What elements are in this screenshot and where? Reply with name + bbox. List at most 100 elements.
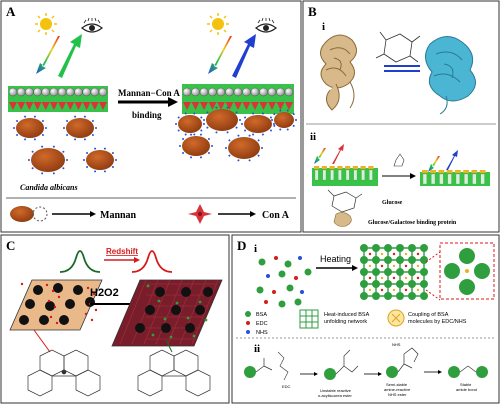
edc-structure	[277, 351, 289, 381]
network-crosslink	[392, 276, 396, 280]
legend-cell-icon	[10, 206, 34, 222]
bsa-network-grid	[360, 244, 428, 300]
mannan-dot	[62, 150, 65, 153]
reaction-step-3	[448, 365, 488, 378]
film-recognition-site	[234, 102, 242, 110]
plate-particle	[53, 283, 63, 293]
b-incident-arrow	[314, 148, 326, 164]
mannan-dot	[271, 119, 273, 121]
mannan-dot	[269, 116, 272, 119]
bsa-dispersion-particle	[304, 268, 312, 276]
reaction-arrowhead-2	[378, 372, 382, 376]
film-recognition-site	[217, 102, 225, 110]
mannan-dot	[257, 139, 260, 142]
mannan-dot	[200, 129, 203, 132]
panel-c: C Redshift H2O2	[0, 234, 230, 404]
film-recognition-site	[99, 102, 107, 110]
mannan-cona-label: Mannan−Con A	[118, 88, 180, 98]
plate-marker	[92, 292, 96, 296]
zoom-inset	[439, 242, 495, 300]
film-recognition-site	[49, 102, 58, 110]
film-pore	[455, 173, 460, 185]
film-pore	[422, 173, 427, 185]
network-node	[372, 256, 380, 264]
film-sphere	[225, 87, 234, 97]
plate-marker	[204, 318, 208, 322]
network-label-2: unfolding network	[324, 319, 367, 325]
mannan-dot	[286, 109, 289, 112]
film-sphere	[8, 87, 18, 97]
mannan-dot	[244, 129, 247, 132]
network-crosslink	[404, 276, 408, 280]
plate-marker	[49, 315, 53, 319]
photonic-film-left	[8, 86, 108, 112]
mannan-dot	[41, 119, 44, 122]
structure-pointer-right	[165, 339, 173, 353]
film-sphere	[74, 87, 83, 97]
mannan-dot	[63, 127, 65, 129]
candida-cell	[206, 109, 238, 131]
film-pore	[361, 169, 365, 181]
plate-marker	[198, 300, 202, 304]
film-cap	[314, 166, 320, 169]
mannan-dot	[66, 119, 69, 122]
binding-label: binding	[132, 110, 162, 120]
plate-particle	[135, 323, 145, 333]
mannan-dot	[83, 115, 86, 118]
network-node	[396, 256, 404, 264]
network-node	[360, 244, 368, 252]
eye-icon-right	[255, 17, 277, 33]
mannan-dot	[239, 119, 241, 121]
film-recognition-site	[66, 102, 75, 110]
film-cap	[463, 170, 469, 173]
film-cap	[360, 166, 366, 169]
mannan-dot	[257, 154, 260, 157]
mannan-dot	[74, 138, 77, 141]
film-recognition-site	[200, 102, 208, 110]
reaction-arrowhead-3	[438, 370, 442, 374]
network-node	[384, 292, 392, 300]
reaction-step-0	[244, 358, 273, 378]
mannan-dot	[273, 113, 276, 116]
mannan-dot	[62, 167, 65, 170]
film-pore	[322, 169, 327, 181]
mannan-dot	[225, 147, 227, 149]
mannan-dot	[252, 112, 255, 115]
b-glucose-small-icon	[393, 153, 405, 167]
film-sphere	[49, 87, 59, 97]
mannan-dot	[103, 170, 106, 173]
legend-edc-label: EDC	[256, 321, 268, 327]
mannan-dot	[248, 159, 251, 162]
mannan-dot	[211, 145, 213, 147]
legend-cona-label: Con A	[262, 210, 290, 221]
step2-line1: Semi-stable	[386, 382, 408, 387]
film-pore	[353, 169, 358, 181]
mannan-dot	[182, 152, 185, 155]
binding-arrow-head	[168, 97, 178, 107]
plate-particle	[185, 323, 195, 333]
film-pore	[480, 173, 485, 185]
network-crosslink	[380, 264, 384, 268]
film-cap	[368, 166, 374, 169]
mannan-dot	[237, 134, 240, 137]
bsa-dispersion	[256, 256, 312, 308]
candida-cell	[86, 150, 114, 170]
network-node	[360, 292, 368, 300]
film-recognition-site	[74, 102, 83, 110]
film-recognition-site	[191, 102, 200, 110]
plate-particle	[73, 285, 83, 295]
network-node	[360, 268, 368, 276]
mannan-dot	[286, 128, 289, 131]
legend-edc-dot	[246, 321, 250, 325]
plate-particle	[145, 305, 155, 315]
b-reflected-arrow-red	[332, 144, 344, 164]
b-glucose-structure-icon	[327, 189, 363, 213]
incident-light-arrow-right	[208, 36, 232, 74]
reflected-light-arrow-blue	[232, 34, 256, 78]
plate-grid-v	[119, 279, 147, 345]
film-pore	[314, 169, 319, 181]
step2-line3: NHS ester	[388, 392, 407, 397]
film-recognition-site	[33, 102, 42, 110]
species-label: Candida albicans	[20, 183, 78, 192]
